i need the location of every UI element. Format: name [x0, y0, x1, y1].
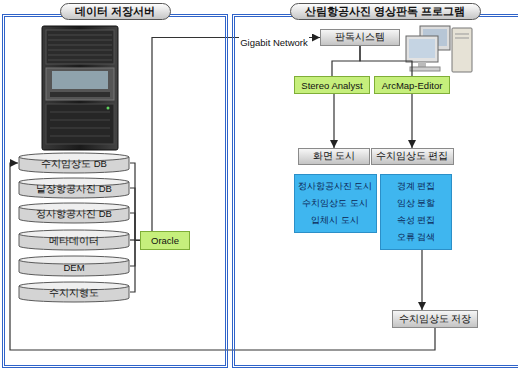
connector	[411, 94, 412, 148]
connector	[332, 46, 360, 76]
node-text: 수치임상도 DB	[41, 155, 107, 171]
connector	[130, 213, 140, 241]
edge-label-text: Gigabit Network	[239, 37, 309, 48]
edge-label: Gigabit Network	[239, 32, 309, 50]
tower-bays	[455, 34, 469, 38]
node-text: Stereo Analyst	[301, 80, 362, 91]
node-text: 정사항공사진 DB	[36, 205, 112, 221]
database-cylinder: 메타데이터	[18, 229, 130, 251]
node-text: 수치임상도 도시	[302, 195, 368, 212]
keyboard	[410, 67, 440, 71]
console-keyboard	[50, 92, 110, 97]
database-cylinder: DEM	[18, 255, 130, 277]
software-box: ArcMap-Editor	[374, 76, 450, 94]
bay-lines	[50, 112, 110, 136]
connector	[130, 241, 140, 293]
software-box: Stereo Analyst	[294, 76, 370, 94]
node-text: 수치임상도 편집	[376, 150, 449, 163]
node-text: 화면 도시	[313, 150, 356, 163]
node-text: 낱장항공사진 DB	[36, 180, 112, 196]
monitor-front	[406, 36, 438, 62]
process-box: 수치임상도 편집	[371, 148, 454, 165]
connector	[130, 188, 140, 241]
node-text: 속성 편집	[397, 212, 436, 229]
connector	[10, 163, 435, 350]
connector	[130, 163, 140, 241]
connector	[421, 250, 422, 310]
server-vent	[46, 30, 114, 64]
node-text: 오류 검색	[397, 229, 436, 246]
monitor-front-screen	[409, 39, 435, 58]
workstation-illustration	[406, 26, 472, 72]
database-cylinder: 수치임상도 DB	[18, 152, 130, 174]
pc-tower	[452, 28, 472, 72]
function-list: 정사항공사진 도시수치임상도 도시입체시 도시	[294, 174, 377, 233]
node-text: 수치지형도	[49, 284, 99, 300]
software-box: Oracle	[140, 231, 190, 250]
node-text: 산림항공사진 영상판독 프로그램	[305, 4, 465, 19]
monitor-stand	[418, 62, 426, 67]
node-text: ArcMap-Editor	[382, 80, 443, 91]
system-panel: 데이터 저장서버수치임상도 DB낱장항공사진 DB정사항공사진 DB메타데이터D…	[2, 14, 228, 368]
database-cylinder: 수치지형도	[18, 281, 130, 303]
node-text: 임상 분할	[397, 195, 436, 212]
panel-tab: 산림항공사진 영상판독 프로그램	[290, 3, 481, 20]
node-text: 메타데이터	[49, 232, 99, 248]
vent-lines	[48, 35, 112, 60]
node-text: 정사항공사진 도시	[298, 178, 373, 195]
node-text: 판독시스템	[335, 31, 385, 44]
process-box: 화면 도시	[298, 148, 370, 165]
server-illustration	[42, 26, 118, 150]
console-screen	[52, 71, 108, 89]
server-bay	[46, 104, 114, 144]
node-text: 데이터 저장서버	[75, 4, 155, 19]
node-text: 입체시 도시	[311, 212, 359, 229]
process-box: 판독시스템	[320, 29, 400, 46]
database-cylinder: 낱장항공사진 DB	[18, 177, 130, 199]
node-text: DEM	[63, 259, 84, 273]
connector	[360, 46, 412, 76]
connector	[333, 94, 334, 148]
node-text: Oracle	[151, 235, 179, 246]
node-text: 수치임상도 저장	[399, 313, 472, 326]
server-body	[42, 26, 118, 150]
process-box: 수치임상도 저장	[392, 310, 478, 328]
status-light	[107, 107, 110, 110]
system-panel: 산림항공사진 영상판독 프로그램판독시스템Stereo AnalystArcMa…	[232, 14, 518, 368]
console-drawer	[46, 68, 114, 100]
panel-tab: 데이터 저장서버	[60, 3, 171, 20]
node-text: 경계 편집	[397, 178, 436, 195]
database-cylinder: 정사항공사진 DB	[18, 202, 130, 224]
function-list: 경계 편집임상 분할속성 편집오류 검색	[380, 174, 452, 250]
